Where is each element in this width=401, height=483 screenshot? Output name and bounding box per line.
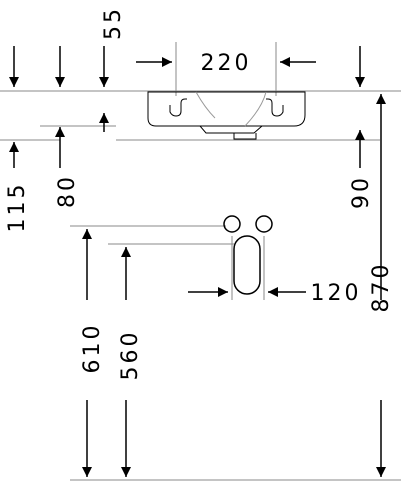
dim-label-115: 115: [5, 182, 30, 233]
basin-outline: [147, 91, 306, 140]
dim-label-870: 870: [369, 262, 394, 313]
drain-outlet: [233, 133, 257, 140]
dim-label-610: 610: [80, 323, 105, 374]
dim-label-560: 560: [118, 330, 143, 381]
drain-connection: [233, 235, 261, 295]
dim-label-120: 120: [311, 281, 362, 306]
drain-bottom: [199, 125, 263, 134]
basin-body: [147, 91, 306, 127]
dimension-arrows: [9, 46, 386, 477]
dim-label-55: 55: [101, 6, 126, 40]
bowl-contour: [195, 91, 267, 127]
mounting-slot-left: [169, 98, 187, 117]
dim-label-80: 80: [55, 174, 80, 208]
water-connection-left: [223, 215, 241, 233]
dim-label-220: 220: [201, 51, 252, 76]
dim-label-90: 90: [349, 175, 374, 209]
water-connection-right: [255, 215, 273, 233]
mounting-slot-right: [266, 98, 284, 117]
wall-connections: [223, 215, 273, 295]
reference-lines: [0, 42, 401, 481]
dimension-labels: 55 220 80 115 90 870 120 610 560: [5, 6, 394, 381]
